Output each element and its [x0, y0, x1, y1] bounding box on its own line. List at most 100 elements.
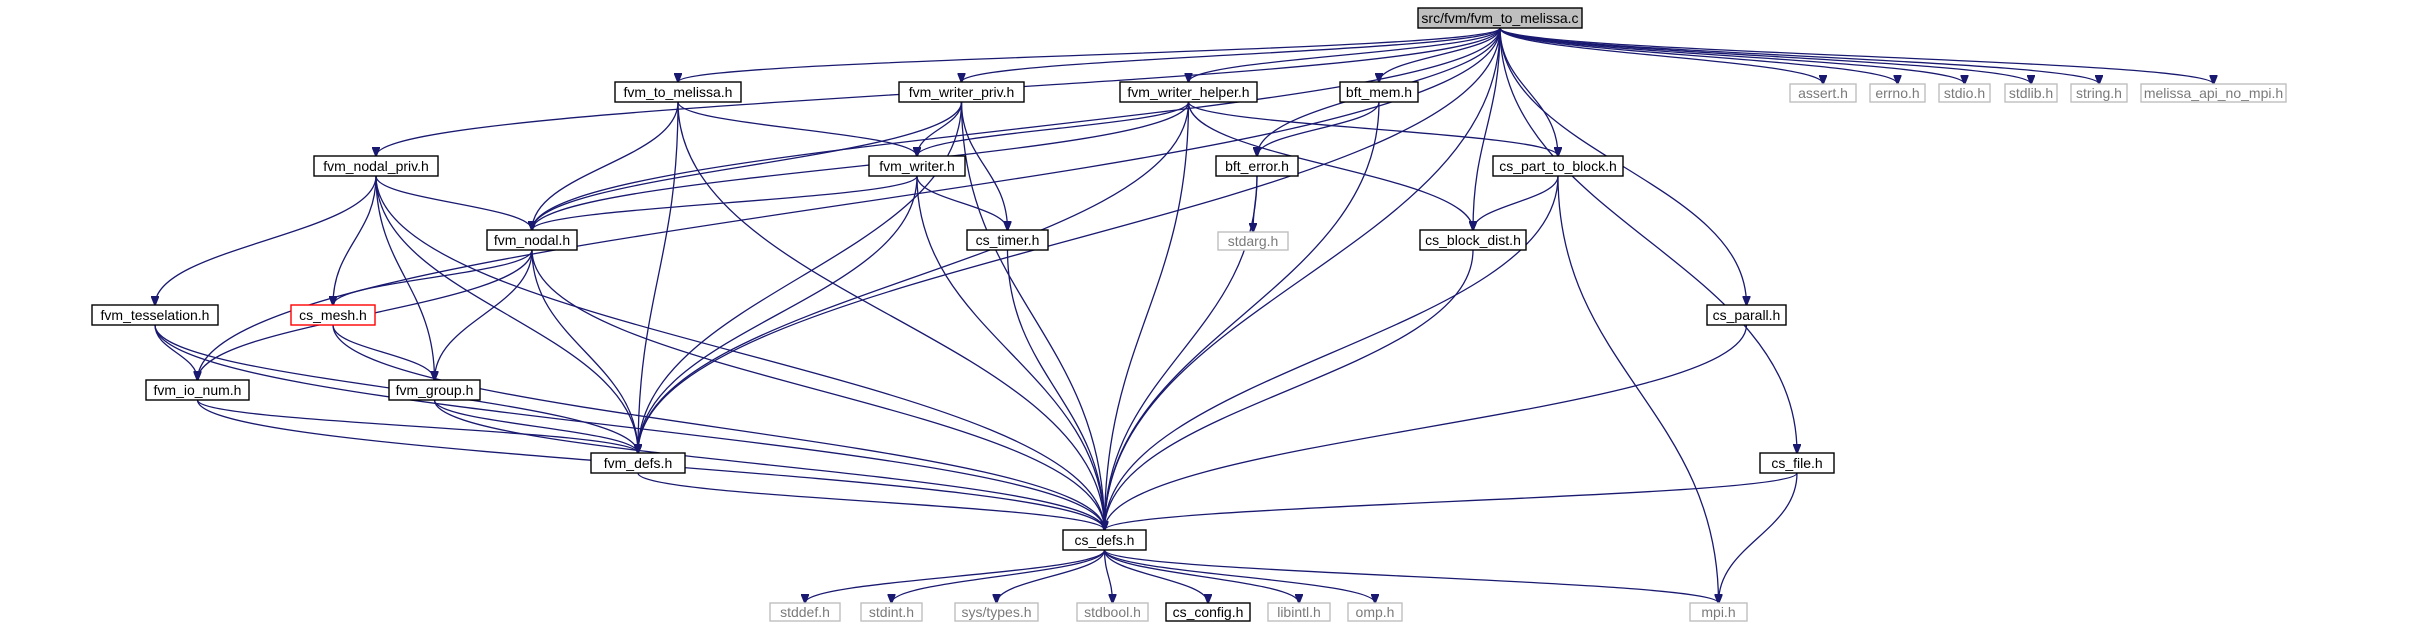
node-box	[966, 229, 1049, 251]
node-stdint: stdint.h	[860, 602, 923, 622]
node-label: fvm_group.h	[396, 382, 474, 398]
edge-nodal-to-mesh	[333, 249, 533, 305]
node-errno: errno.h	[1869, 83, 1926, 103]
node-box	[898, 81, 1025, 103]
node-box	[1347, 602, 1403, 622]
node-box	[1706, 304, 1787, 326]
edge-writer_priv-to-nodal	[532, 101, 963, 230]
node-box	[313, 155, 439, 177]
node-label: errno.h	[1875, 85, 1919, 101]
edge-writer-to-cs_defs	[916, 175, 1105, 530]
node-stdbool: stdbool.h	[1076, 602, 1149, 622]
node-box	[1217, 231, 1289, 251]
node-box	[1119, 81, 1258, 103]
edge-nodal_priv-to-cs_defs	[375, 175, 1105, 530]
edge-to_melissa-to-cs_defs	[677, 101, 1105, 530]
node-label: fvm_nodal_priv.h	[323, 158, 429, 174]
edge-cs_defs-to-stdint	[892, 549, 1106, 603]
node-label: stdlib.h	[2009, 85, 2053, 101]
node-label: fvm_writer_priv.h	[909, 84, 1015, 100]
node-io-num[interactable]: fvm_io_num.h	[145, 379, 250, 401]
edge-root-to-nodal	[532, 27, 1501, 230]
node-part-to-block[interactable]: cs_part_to_block.h	[1492, 155, 1624, 177]
node-box	[769, 602, 841, 622]
node-box	[145, 379, 250, 401]
node-writer-priv[interactable]: fvm_writer_priv.h	[898, 81, 1025, 103]
node-timer[interactable]: cs_timer.h	[966, 229, 1049, 251]
node-box	[1062, 529, 1147, 551]
node-label: cs_mesh.h	[299, 307, 367, 323]
node-block-dist[interactable]: cs_block_dist.h	[1419, 229, 1527, 251]
node-label: stddef.h	[780, 604, 830, 620]
edge-group-to-defs	[433, 399, 639, 453]
node-box	[1789, 83, 1857, 103]
node-label: mpi.h	[1701, 604, 1735, 620]
edge-cs_defs-to-omp	[1103, 549, 1376, 603]
edge-writer-to-nodal	[532, 175, 918, 230]
edge-parall-to-cs_defs	[1105, 324, 1748, 530]
node-label: cs_part_to_block.h	[1499, 158, 1617, 174]
node-systypes: sys/types.h	[954, 602, 1039, 622]
node-label: sys/types.h	[961, 604, 1031, 620]
node-label: bft_mem.h	[1346, 84, 1412, 100]
node-box	[2070, 83, 2128, 103]
edge-writer_helper-to-defs	[638, 101, 1190, 453]
node-label: string.h	[2076, 85, 2122, 101]
node-parall[interactable]: cs_parall.h	[1706, 304, 1787, 326]
edge-nodal-to-cs_defs	[531, 249, 1105, 530]
edge-cs_defs-to-config	[1103, 549, 1209, 603]
node-bft-mem[interactable]: bft_mem.h	[1339, 81, 1419, 103]
edge-root-to-assert	[1499, 27, 1823, 84]
edge-file-to-mpi	[1719, 472, 1798, 603]
node-cs-defs[interactable]: cs_defs.h	[1062, 529, 1147, 551]
node-box	[1938, 83, 1991, 103]
node-box	[290, 304, 376, 326]
edge-root-to-defs	[638, 27, 1501, 453]
node-writer[interactable]: fvm_writer.h	[868, 155, 966, 177]
node-label: fvm_defs.h	[604, 455, 672, 471]
node-label: stdbool.h	[1084, 604, 1141, 620]
edge-mesh-to-cs_defs	[332, 324, 1105, 530]
edge-root-to-io_num	[198, 27, 1501, 380]
node-stddef: stddef.h	[769, 602, 841, 622]
node-to-melissa[interactable]: fvm_to_melissa.h	[614, 81, 742, 103]
node-nodal[interactable]: fvm_nodal.h	[486, 229, 578, 251]
edge-file-to-cs_defs	[1105, 472, 1798, 530]
edge-layer	[155, 27, 2214, 603]
node-config[interactable]: cs_config.h	[1165, 602, 1251, 622]
edge-root-to-bft_mem	[1379, 27, 1501, 82]
node-box	[868, 155, 966, 177]
node-mesh[interactable]: cs_mesh.h	[290, 304, 376, 326]
edge-nodal_priv-to-defs	[375, 175, 638, 453]
node-layer: src/fvm/fvm_to_melissa.c fvm_to_melissa.h…	[91, 7, 2287, 622]
node-label: src/fvm/fvm_to_melissa.c	[1421, 10, 1578, 26]
node-defs[interactable]: fvm_defs.h	[590, 452, 686, 474]
edge-writer_helper-to-block_dist	[1187, 101, 1474, 230]
node-label: cs_timer.h	[976, 232, 1040, 248]
edge-mesh-to-group	[332, 324, 435, 380]
node-tesselation[interactable]: fvm_tesselation.h	[91, 304, 219, 326]
edge-root-to-part_to_block	[1499, 27, 1558, 156]
node-box	[1759, 452, 1835, 474]
node-box	[1339, 81, 1419, 103]
edge-nodal_priv-to-tesselation	[155, 175, 377, 305]
edge-io_num-to-defs	[196, 399, 639, 453]
node-label: stdio.h	[1944, 85, 1985, 101]
node-bft-error[interactable]: bft_error.h	[1215, 155, 1299, 177]
node-label: bft_error.h	[1225, 158, 1289, 174]
node-file[interactable]: cs_file.h	[1759, 452, 1835, 474]
edge-bft_mem-to-bft_error	[1257, 101, 1380, 156]
edge-writer_helper-to-nodal	[532, 101, 1190, 230]
node-omp: omp.h	[1347, 602, 1403, 622]
node-box	[1165, 602, 1251, 622]
edge-nodal_priv-to-nodal	[375, 175, 532, 230]
node-group[interactable]: fvm_group.h	[388, 379, 481, 401]
node-writer-helper[interactable]: fvm_writer_helper.h	[1119, 81, 1258, 103]
node-nodal-priv[interactable]: fvm_nodal_priv.h	[313, 155, 439, 177]
node-root[interactable]: src/fvm/fvm_to_melissa.c	[1417, 7, 1583, 29]
node-label: stdint.h	[869, 604, 914, 620]
node-label: libintl.h	[1277, 604, 1321, 620]
node-box	[614, 81, 742, 103]
edge-writer_helper-to-cs_defs	[1105, 101, 1190, 530]
edge-part_to_block-to-cs_defs	[1105, 175, 1559, 530]
